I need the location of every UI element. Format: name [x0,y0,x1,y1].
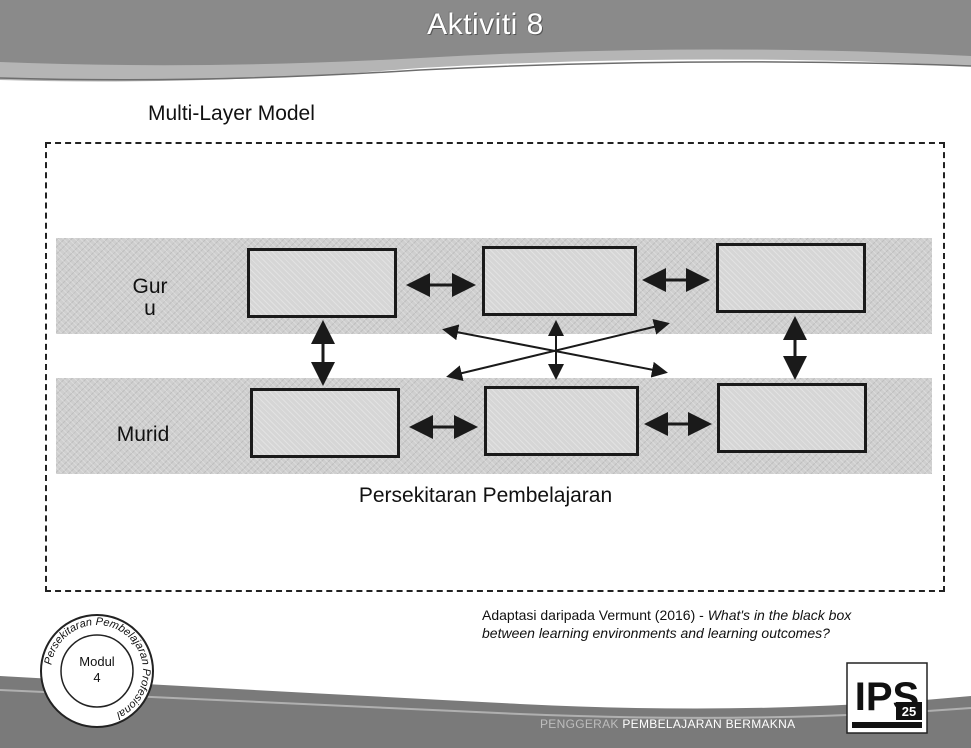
row-label-murid-line1: Murid [116,423,170,446]
ips-logo: IPS 25 [846,662,928,734]
row-label-guru: Gur u [110,276,190,320]
citation: Adaptasi daripada Vermunt (2016) - What'… [482,606,851,642]
row-label-guru-line1: Gur [132,275,168,298]
footer-swoosh [0,676,971,748]
footer-tagline: PENGGERAK PEMBELAJARAN BERMAKNA [540,717,795,731]
box-guru-2 [482,246,637,316]
citation-prefix: Adaptasi daripada Vermunt (2016) - [482,607,708,623]
arrow-diagonal-1 [446,319,670,381]
seal-center: Modul 4 [38,654,156,686]
arrow-diagonal-2 [442,324,668,378]
box-murid-2 [484,386,639,456]
module-seal: Persekitaran Pembelajaran Profesional Mo… [38,612,156,730]
diagram-frame [45,142,945,592]
header-swoosh [0,0,971,82]
ips-logo-mark: IPS 25 [846,662,928,734]
footer-tagline-dim: PENGGERAK [540,717,623,731]
page-title: Aktiviti 8 [427,8,544,41]
seal-center-line2: 4 [93,670,101,685]
seal-ring: Persekitaran Pembelajaran Profesional [40,614,154,728]
row-label-murid: Murid [98,424,188,446]
citation-title-part2: between learning environments and learni… [482,625,830,641]
box-guru-3 [716,243,866,313]
box-murid-3 [717,383,867,453]
logo-number: 25 [902,704,916,719]
seal-center-line1: Modul [79,654,115,669]
footer-tagline-main: PEMBELAJARAN BERMAKNA [622,717,796,731]
row-label-guru-line2: u [144,297,156,320]
citation-title-part1: What's in the black box [707,607,852,623]
diagram-subtitle: Multi-Layer Model [148,102,315,125]
header-banner: Aktiviti 8 [0,0,971,100]
diagram-caption: Persekitaran Pembelajaran [358,484,613,507]
box-guru-1 [247,248,397,318]
box-murid-1 [250,388,400,458]
